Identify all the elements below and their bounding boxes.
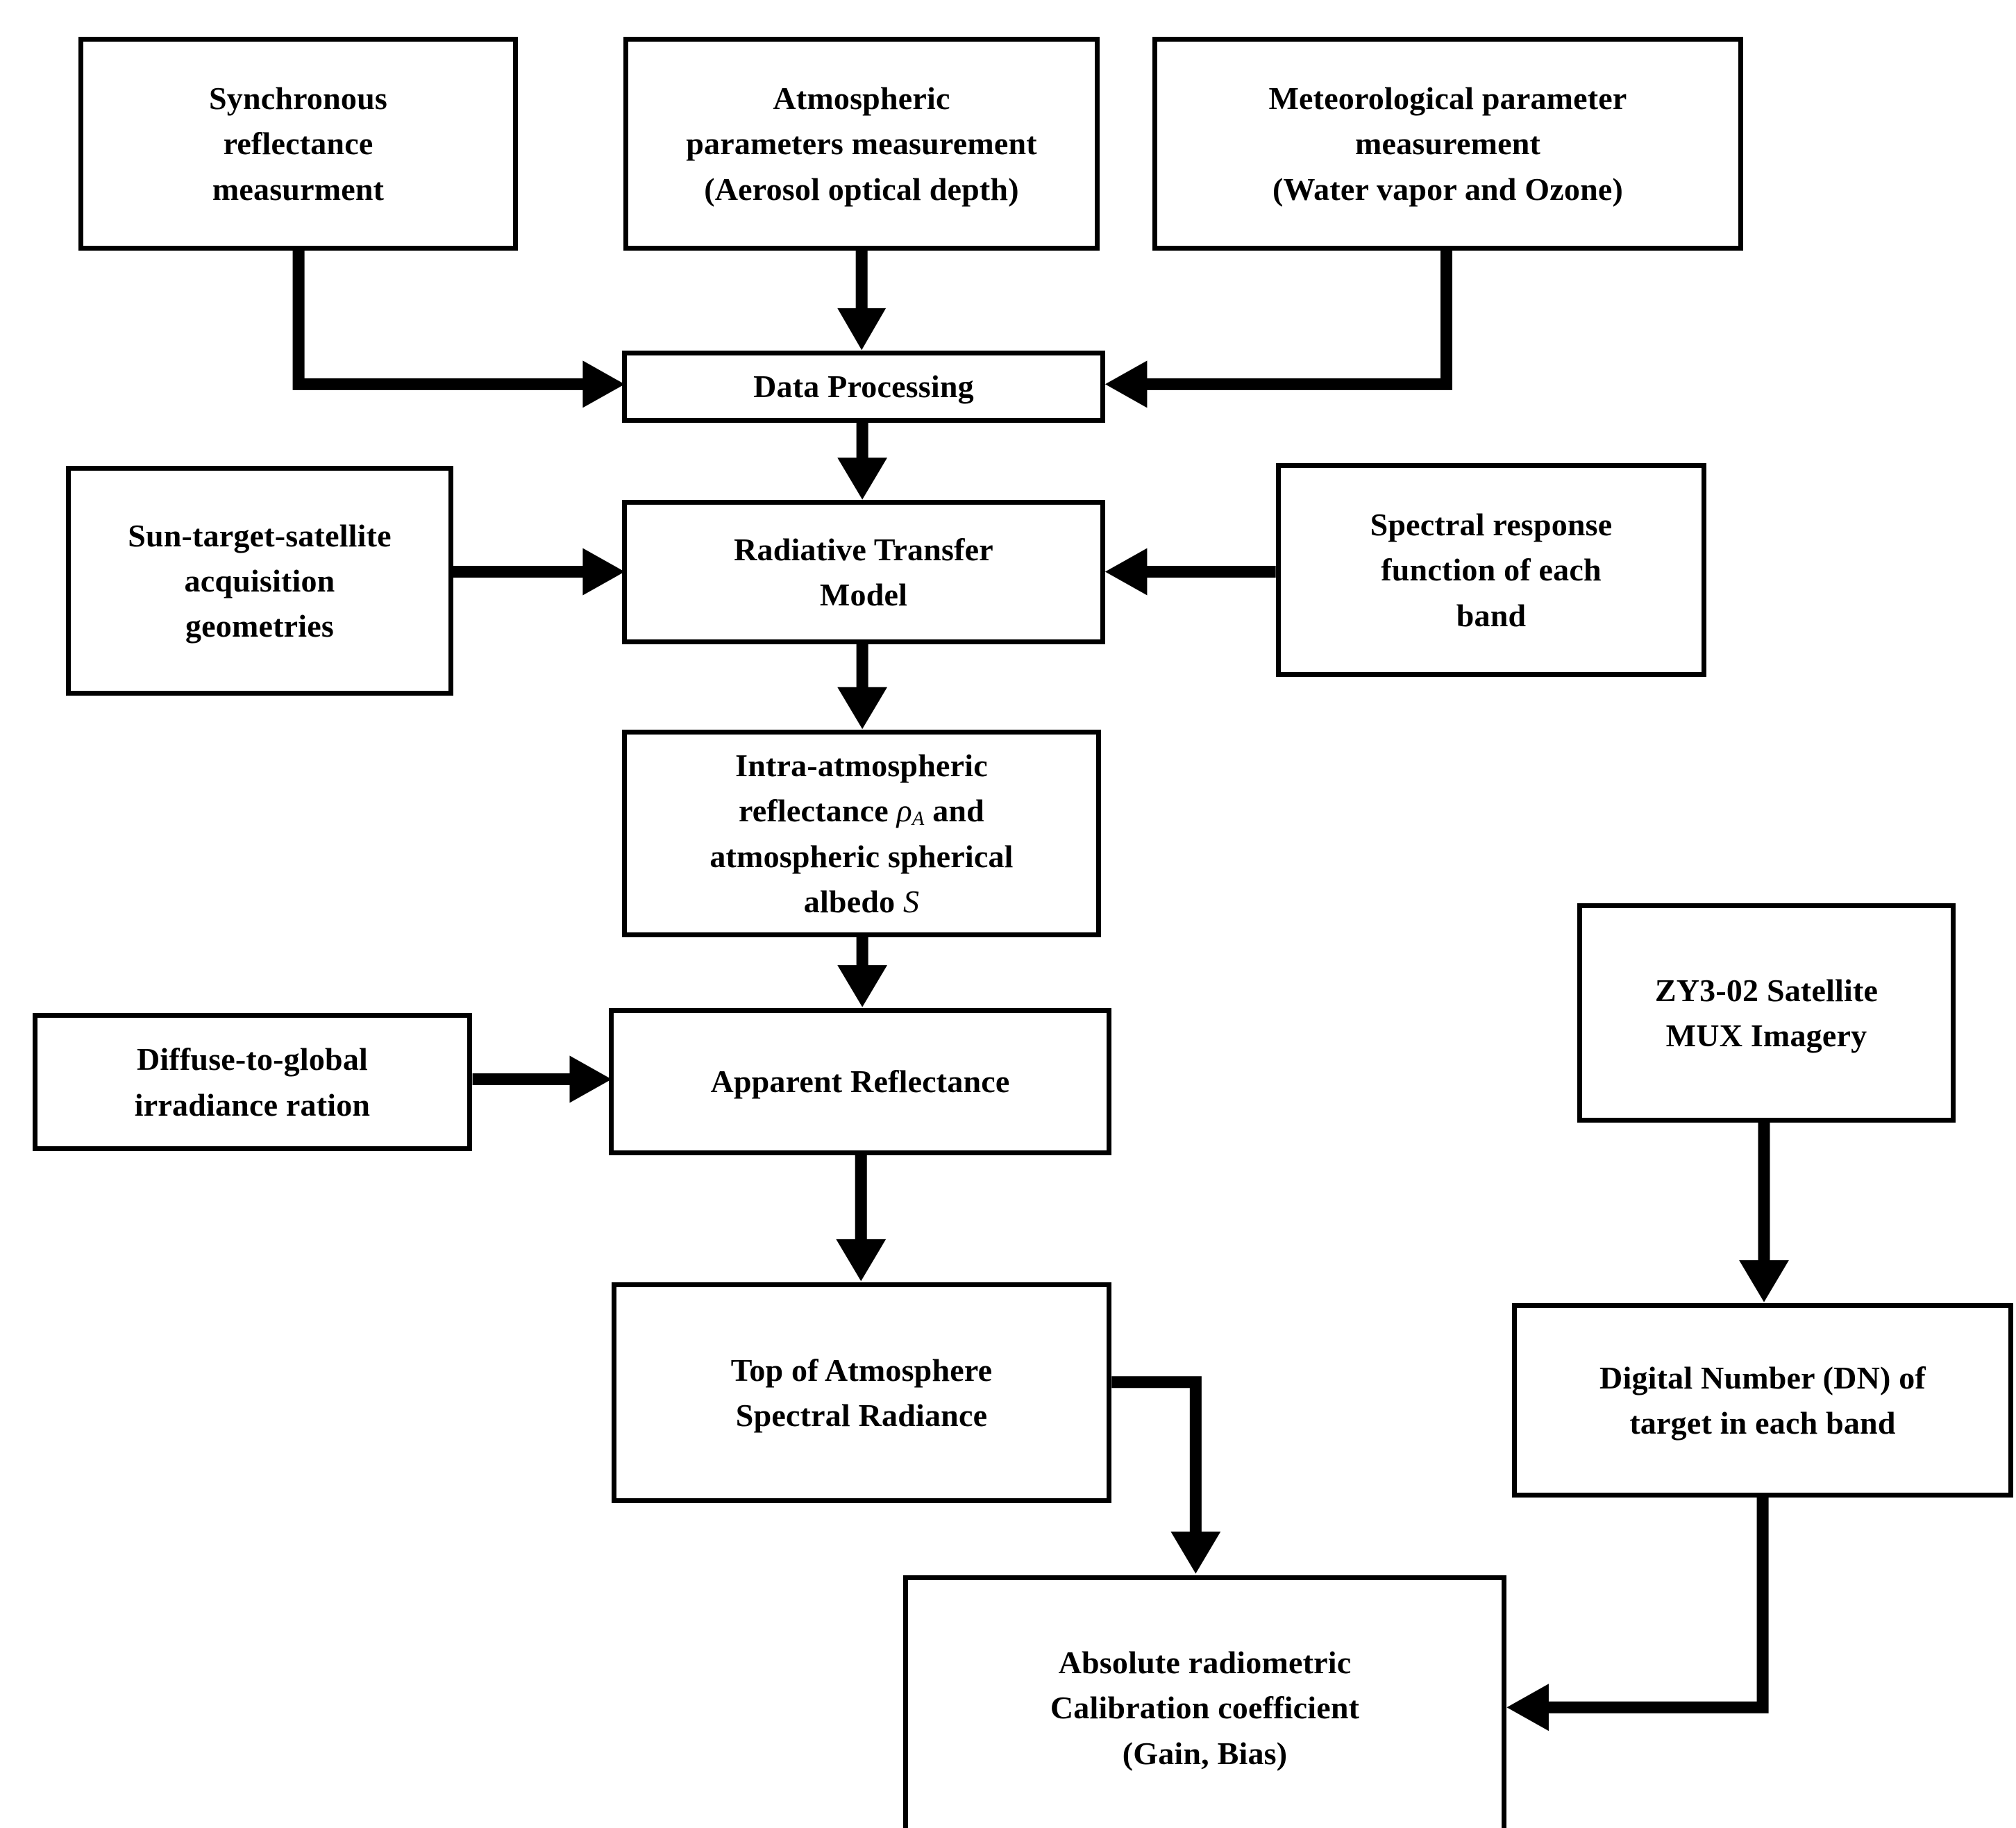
edge-zy3-to-digital-number — [1739, 1121, 1789, 1302]
edge-data-processing-to-rtm — [837, 422, 888, 500]
edge-toa-to-calibration — [1111, 1376, 1221, 1574]
edge-geometries-to-rtm — [453, 548, 625, 596]
node-label: Synchronous reflectance measurment — [208, 81, 388, 207]
edge-spectral-response-to-rtm — [1104, 548, 1276, 596]
edge-digital-number-to-calibration — [1506, 1496, 1769, 1731]
edge-diffuse-to-apparent — [472, 1055, 612, 1103]
rho-a-symbol: ρA — [896, 793, 925, 830]
node-zy3-02-mux-imagery[interactable]: ZY3-02 Satellite MUX Imagery — [1577, 903, 1956, 1123]
node-absolute-calibration-coefficient[interactable]: Absolute radiometric Calibration coeffic… — [903, 1575, 1506, 1828]
node-radiative-transfer-model[interactable]: Radiative Transfer Model — [622, 500, 1105, 644]
node-data-processing[interactable]: Data Processing — [622, 351, 1105, 423]
edge-atmospheric-to-data-processing — [837, 250, 887, 351]
s-symbol: S — [903, 883, 920, 919]
node-label: Radiative Transfer Model — [734, 531, 993, 612]
edge-intra-atmospheric-to-apparent — [837, 936, 888, 1007]
node-label: Digital Number (DN) of target in each ba… — [1599, 1359, 1926, 1441]
node-label: Apparent Reflectance — [710, 1064, 1010, 1100]
node-label: Meteorological parameter measurement (Wa… — [1268, 81, 1627, 207]
node-meteorological-parameters[interactable]: Meteorological parameter measurement (Wa… — [1152, 37, 1743, 251]
node-label: Data Processing — [753, 369, 974, 405]
node-label: Spectral response function of each band — [1370, 507, 1613, 633]
node-sun-target-satellite-geometries[interactable]: Sun-target-satellite acquisition geometr… — [66, 466, 453, 696]
node-label: Top of Atmosphere Spectral Radiance — [730, 1352, 993, 1433]
edge-apparent-to-toa — [836, 1154, 887, 1282]
node-atmospheric-parameters[interactable]: Atmospheric parameters measurement (Aero… — [623, 37, 1100, 251]
node-diffuse-to-global-irradiance[interactable]: Diffuse-to-global irradiance ration — [33, 1013, 472, 1151]
node-digital-number[interactable]: Digital Number (DN) of target in each ba… — [1512, 1303, 2013, 1498]
edge-rtm-to-intra-atmospheric — [837, 644, 888, 730]
node-label: Atmospheric parameters measurement (Aero… — [686, 81, 1037, 207]
node-label: Absolute radiometric Calibration coeffic… — [1050, 1645, 1360, 1771]
edge-meteorological-to-data-processing — [1104, 250, 1452, 408]
node-apparent-reflectance[interactable]: Apparent Reflectance — [609, 1008, 1111, 1155]
node-label: ZY3-02 Satellite MUX Imagery — [1654, 972, 1879, 1053]
node-label: Sun-target-satellite acquisition geometr… — [128, 517, 392, 644]
node-top-of-atmosphere-radiance[interactable]: Top of Atmosphere Spectral Radiance — [612, 1282, 1111, 1503]
node-spectral-response-function[interactable]: Spectral response function of each band — [1276, 463, 1706, 677]
node-synchronous-reflectance[interactable]: Synchronous reflectance measurment — [78, 37, 518, 251]
edge-synchronous-to-data-processing — [292, 250, 625, 408]
node-label: Diffuse-to-global irradiance ration — [134, 1041, 371, 1123]
